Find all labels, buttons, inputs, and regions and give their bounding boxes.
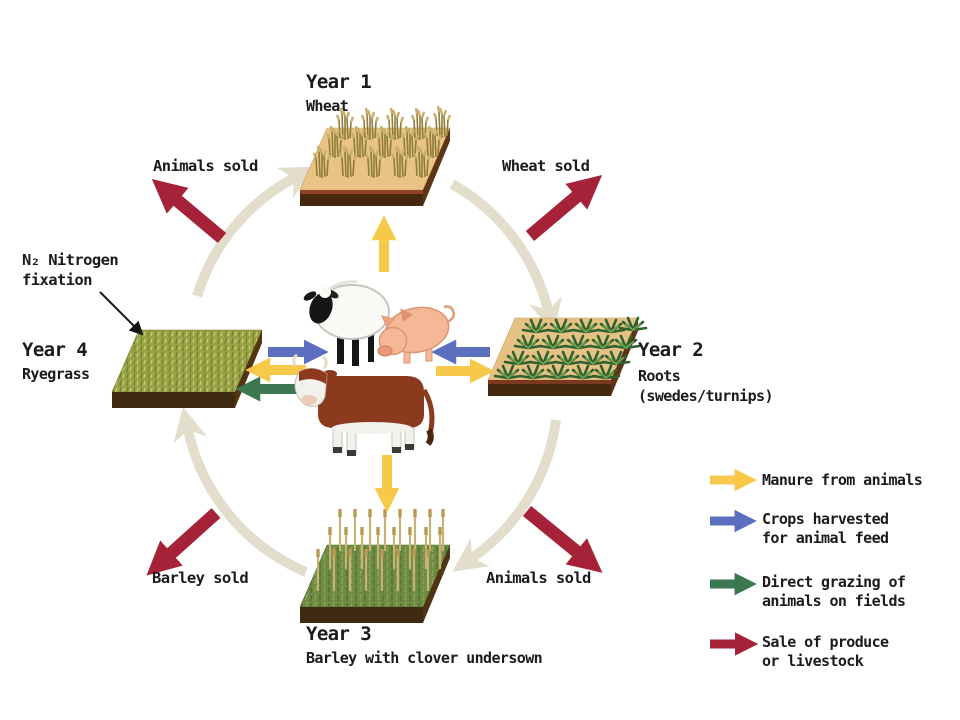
sold-label-wheat: Wheat sold [502,157,590,175]
year2-title: Year 2 [638,339,704,361]
year3-subtitle: Barley with clover undersown [306,649,543,667]
sold-label-animals-top-left: Animals sold [153,157,258,175]
sheep-icon [303,280,390,366]
cow-icon [292,353,435,456]
sale-arrow-animals-top-left [151,179,227,243]
pig-icon [377,305,455,364]
barley-field-illustration [299,507,451,623]
sale-arrow-barley [146,508,221,576]
roots-field-illustration [487,316,648,396]
year4-subtitle: Ryegrass [22,365,90,383]
sale-arrow-animals-bottom-right [522,505,603,573]
nitrogen-annotation-line2: fixation [22,271,92,289]
legend-sale-label-line2: or livestock [762,652,864,670]
legend-sale-label-line1: Sale of produce [762,633,889,651]
legend-grazing-label-line1: Direct grazing of [762,573,906,591]
year2-subtitle2: (swedes/turnips) [638,387,774,405]
cycle-arc-year3-to-year4 [173,406,308,577]
wheat-field-illustration [299,104,452,206]
nitrogen-annotation-line1: N₂ Nitrogen [22,251,119,269]
cycle-arc-year2-to-year3 [452,419,561,572]
year3-title: Year 3 [306,623,372,645]
nitrogen-fixation-arrow [99,291,144,336]
sold-label-animals-bottom-right: Animals sold [486,569,591,587]
cycle-arc-year4-to-year1 [192,166,315,298]
legend-crops-feed-label-line2: for animal feed [762,529,889,547]
year4-title: Year 4 [22,339,88,361]
year1-subtitle: Wheat [306,97,349,115]
sold-label-barley: Barley sold [152,569,249,587]
legend-grazing-label-line2: animals on fields [762,592,906,610]
ryegrass-field-illustration [111,329,263,408]
year1-title: Year 1 [306,71,372,93]
sale-arrow-wheat [525,174,603,241]
cycle-arc-year1-to-year2 [449,179,563,334]
rotation-cycle-ring [173,166,563,577]
year2-subtitle: Roots [638,367,681,385]
legend-crops-feed-label-line1: Crops harvested [762,510,889,528]
legend-manure-label: Manure from animals [762,471,923,489]
